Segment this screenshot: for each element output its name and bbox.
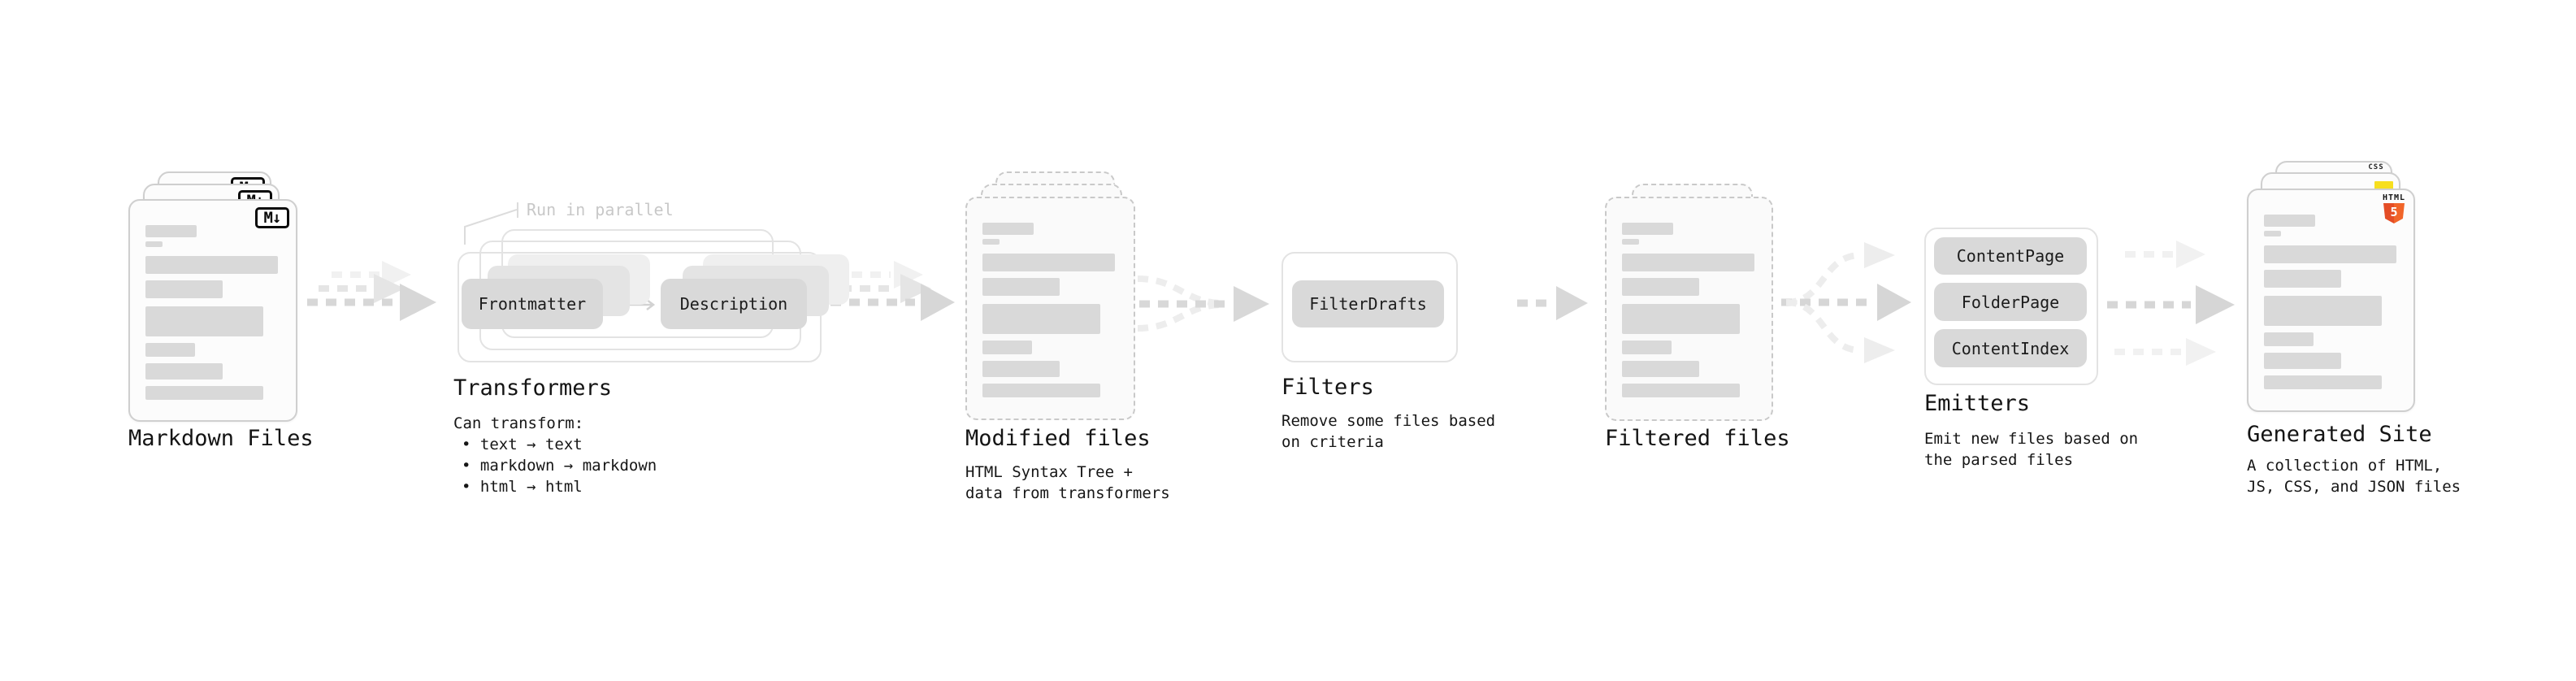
arrow-modified-to-filters-merge <box>1137 275 1269 332</box>
arrow-markdown-to-transformers <box>307 261 436 321</box>
arrow-frontmatter-to-description <box>608 275 656 310</box>
run-in-parallel-bracket <box>464 202 518 245</box>
arrow-emitters-to-generated <box>2107 241 2235 366</box>
arrow-filters-to-filtered <box>1517 286 1588 320</box>
arrow-transformers-to-modified <box>830 261 955 321</box>
arrow-filtered-to-emitters-fanout <box>1781 242 1911 363</box>
